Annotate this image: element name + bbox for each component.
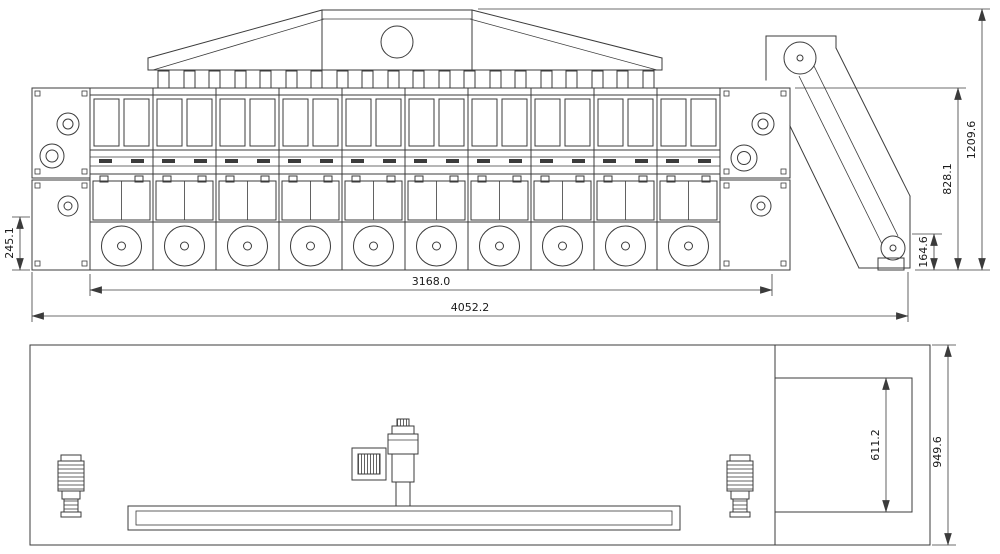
dim-overall-width: 949.6 bbox=[931, 344, 956, 546]
drive-flange bbox=[351, 447, 387, 481]
outlet-box bbox=[774, 377, 913, 513]
machine-body bbox=[31, 87, 791, 271]
dim-chamber-length-label: 3168.0 bbox=[412, 275, 451, 288]
side-view: 245.1 3168.0 4052.2 164.6 bbox=[3, 8, 990, 322]
left-gear-motor bbox=[57, 454, 85, 518]
bearing-circle bbox=[57, 195, 79, 217]
exhaust-housing bbox=[321, 9, 473, 71]
dim-chamber-length: 3168.0 bbox=[89, 274, 773, 296]
roof-hood bbox=[147, 9, 663, 71]
exhaust-port bbox=[380, 25, 414, 59]
dim-overall-width-label: 949.6 bbox=[931, 436, 944, 468]
drive-shaft bbox=[395, 481, 411, 507]
side-view-dimensions: 245.1 3168.0 4052.2 164.6 bbox=[3, 8, 990, 322]
dim-body-height: 828.1 bbox=[795, 87, 966, 271]
bearing-circle bbox=[56, 112, 80, 136]
left-end-cap bbox=[31, 87, 91, 271]
dim-body-height-label: 828.1 bbox=[941, 163, 954, 195]
drive-beam bbox=[127, 505, 681, 531]
dim-total-height: 1209.6 bbox=[478, 8, 990, 271]
plan-view-dimensions: 611.2 949.6 bbox=[869, 344, 956, 546]
dim-base-height-label: 245.1 bbox=[3, 227, 16, 259]
dim-outlet-length-label: 611.2 bbox=[869, 429, 882, 461]
dim-base-height: 245.1 bbox=[3, 216, 30, 271]
module-row bbox=[89, 87, 721, 271]
head-pulley bbox=[783, 41, 817, 75]
inclined-conveyor bbox=[765, 35, 911, 271]
dim-discharge-height-label: 164.6 bbox=[917, 236, 930, 268]
right-end-cap bbox=[719, 87, 791, 271]
plan-outline bbox=[29, 344, 931, 546]
bearing-circle bbox=[751, 112, 775, 136]
right-gear-motor bbox=[726, 454, 754, 518]
discharge-chute bbox=[877, 257, 905, 271]
dim-outlet-length: 611.2 bbox=[869, 377, 890, 513]
drive-shaft-circle bbox=[39, 143, 65, 169]
dim-total-length: 4052.2 bbox=[31, 272, 909, 322]
center-drive-unit bbox=[351, 418, 419, 507]
drive-shaft-circle bbox=[730, 144, 758, 172]
dim-discharge-height: 164.6 bbox=[912, 233, 990, 271]
dim-total-length-label: 4052.2 bbox=[451, 301, 490, 314]
nozzle-row bbox=[157, 70, 655, 89]
dim-total-height-label: 1209.6 bbox=[965, 121, 978, 160]
bearing-circle bbox=[750, 195, 772, 217]
tail-pulley bbox=[880, 235, 906, 261]
plan-view: 611.2 949.6 bbox=[29, 344, 956, 546]
